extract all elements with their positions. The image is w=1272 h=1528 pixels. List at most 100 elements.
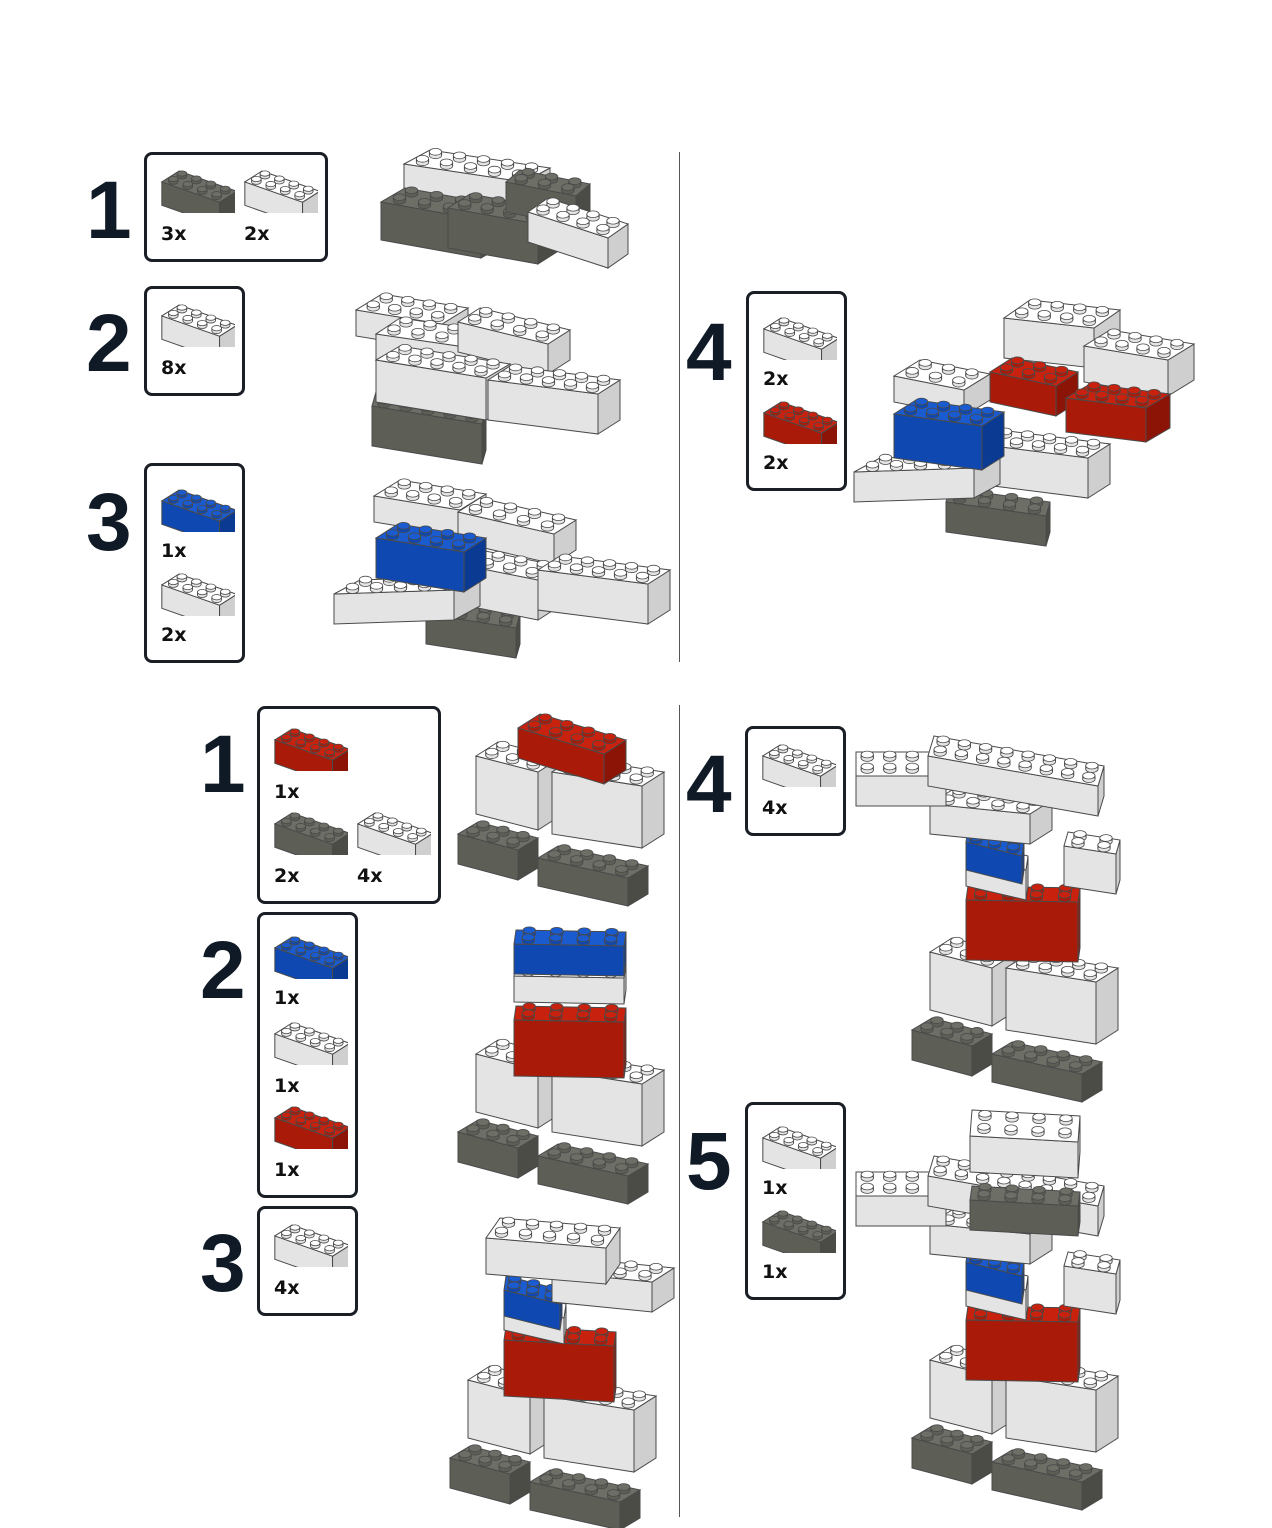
part-qty: 1x bbox=[762, 1261, 788, 1283]
bottom-step-3-model bbox=[448, 1216, 676, 1528]
part-qty: 1x bbox=[274, 781, 300, 803]
blue-brick bbox=[513, 926, 627, 977]
blue-brick-icon bbox=[273, 936, 348, 979]
white-brick bbox=[855, 1170, 947, 1227]
dark-brick bbox=[536, 844, 650, 907]
bottom-step-5-parts-box: 1x 1x bbox=[745, 1102, 846, 1300]
white-brick bbox=[243, 170, 318, 213]
part-qty: 2x bbox=[161, 624, 187, 646]
top-step-4-parts-box: 2x 2x bbox=[746, 291, 847, 491]
white-brick bbox=[485, 1216, 621, 1286]
bottom-step-1-model bbox=[456, 713, 666, 907]
part-qty: 1x bbox=[161, 540, 187, 562]
part-qty: 4x bbox=[762, 797, 788, 819]
top-step-1-model bbox=[379, 148, 630, 269]
top-step-4-number: 4 bbox=[686, 307, 732, 398]
red-brick-icon bbox=[273, 728, 348, 771]
part-qty: 2x bbox=[763, 368, 789, 390]
dark-brick bbox=[536, 1142, 650, 1205]
blue-brick bbox=[965, 826, 1025, 885]
red-brick bbox=[273, 728, 348, 771]
top-step-4-model bbox=[853, 298, 1196, 547]
white-brick bbox=[536, 553, 672, 625]
white-brick bbox=[969, 1109, 1081, 1179]
white-brick-icon bbox=[762, 317, 837, 360]
dark-brick-icon bbox=[273, 812, 348, 855]
bottom-step-4-model bbox=[855, 735, 1121, 1103]
blue-brick bbox=[160, 489, 235, 532]
white-brick bbox=[927, 735, 1105, 817]
part-qty: 2x bbox=[274, 865, 300, 887]
part-qty: 8x bbox=[161, 357, 187, 379]
bottom-step-4-number: 4 bbox=[686, 739, 732, 830]
blue-brick bbox=[503, 1274, 563, 1331]
white-brick bbox=[486, 363, 622, 435]
white-brick bbox=[160, 304, 235, 347]
blue-brick bbox=[273, 936, 348, 979]
white-brick bbox=[456, 496, 578, 565]
white-brick-icon bbox=[273, 1022, 348, 1065]
part-qty: 1x bbox=[762, 1177, 788, 1199]
part-qty: 3x bbox=[161, 223, 187, 245]
white-brick bbox=[976, 427, 1112, 499]
red-brick bbox=[513, 1002, 627, 1079]
red-brick-icon bbox=[762, 401, 837, 444]
dark-brick bbox=[910, 1016, 994, 1077]
blue-brick-icon bbox=[160, 489, 235, 532]
white-brick bbox=[928, 787, 1054, 845]
bottom-step-5-model bbox=[855, 1109, 1121, 1511]
part-qty: 2x bbox=[244, 223, 270, 245]
top-step-2-model bbox=[354, 292, 622, 465]
red-brick bbox=[762, 401, 837, 444]
white-brick bbox=[550, 755, 666, 849]
bottom-step-4-parts-box: 4x bbox=[745, 726, 846, 836]
red-brick bbox=[516, 713, 628, 785]
blue-brick bbox=[374, 521, 488, 593]
white-brick-icon bbox=[273, 1224, 348, 1267]
bottom-step-2-parts-box: 1x 1x 1x bbox=[257, 912, 358, 1198]
white-brick-icon bbox=[160, 573, 235, 616]
part-qty: 1x bbox=[274, 1075, 300, 1097]
bottom-step-3-parts-box: 4x bbox=[257, 1206, 358, 1316]
top-step-3-number: 3 bbox=[86, 477, 132, 568]
dark-brick bbox=[990, 1448, 1104, 1511]
bottom-step-5-number: 5 bbox=[686, 1116, 732, 1207]
part-qty: 1x bbox=[274, 1159, 300, 1181]
white-brick bbox=[1063, 830, 1121, 895]
white-brick-icon bbox=[160, 304, 235, 347]
dark-brick bbox=[990, 1040, 1104, 1103]
blue-brick bbox=[892, 397, 1006, 471]
dark-brick bbox=[160, 170, 235, 213]
dark-brick bbox=[456, 1118, 540, 1179]
part-qty: 2x bbox=[763, 452, 789, 474]
white-brick-icon bbox=[243, 170, 318, 213]
top-step-1-number: 1 bbox=[86, 165, 132, 256]
white-brick bbox=[456, 306, 572, 375]
white-brick-icon bbox=[761, 744, 836, 787]
dark-brick-icon bbox=[761, 1210, 836, 1253]
dark-brick bbox=[969, 1182, 1081, 1237]
white-brick bbox=[762, 317, 837, 360]
dark-brick bbox=[761, 1210, 836, 1253]
white-brick bbox=[761, 1126, 836, 1169]
dark-brick bbox=[448, 1444, 532, 1505]
white-brick bbox=[761, 744, 836, 787]
dark-brick bbox=[456, 820, 540, 881]
dark-brick bbox=[910, 1424, 994, 1485]
bottom-step-1-number: 1 bbox=[200, 719, 246, 810]
white-brick bbox=[356, 812, 431, 855]
bottom-step-3-number: 3 bbox=[200, 1218, 246, 1309]
top-step-2-parts-box: 8x bbox=[144, 286, 245, 396]
dark-brick bbox=[273, 812, 348, 855]
top-divider bbox=[679, 152, 680, 662]
white-brick bbox=[273, 1022, 348, 1065]
red-brick bbox=[988, 356, 1080, 417]
part-qty: 4x bbox=[274, 1277, 300, 1299]
red-brick bbox=[273, 1106, 348, 1149]
red-brick bbox=[1064, 381, 1172, 443]
top-step-2-number: 2 bbox=[86, 298, 132, 389]
bottom-step-2-model bbox=[456, 926, 666, 1205]
white-brick-icon bbox=[356, 812, 431, 855]
white-brick bbox=[160, 573, 235, 616]
white-brick bbox=[1004, 951, 1120, 1045]
